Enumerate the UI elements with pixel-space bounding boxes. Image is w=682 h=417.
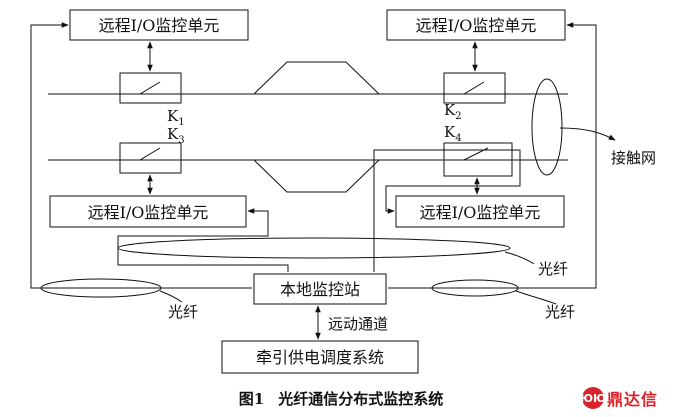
switch-box-k1: [119, 72, 182, 104]
switch-label-k1: K1: [167, 107, 185, 128]
fiber-label-right-bottom: 光纤: [545, 303, 575, 321]
switch-label-k3: K3: [167, 125, 185, 146]
remote-unit-box-ml: [49, 195, 247, 228]
logo-brand-text: 鼎达信: [607, 390, 659, 409]
switch-blade-k3: [128, 147, 176, 161]
switch-blade-k2: [452, 81, 500, 95]
figure-number: 图1: [238, 390, 265, 408]
remote-unit-box-tl: [69, 9, 249, 41]
switch-box-k2: [443, 72, 506, 104]
remote-unit-box-tr: [386, 9, 566, 41]
switch-box-k3: [119, 142, 182, 174]
catenary-label: 接触网: [611, 149, 656, 167]
switch-box-k4: [443, 142, 513, 177]
fiber-label-right-top: 光纤: [538, 260, 568, 278]
track-split-shape: [253, 61, 380, 193]
wire-left-outer: [30, 22, 252, 289]
logo-mark-icon: ЮЮ: [580, 387, 606, 409]
remote-unit-tl-label: 远程I/O监控单元: [99, 16, 220, 35]
local-station-label: 本地监控站: [280, 280, 360, 299]
leader-fiber-right: [515, 290, 557, 305]
catenary-ellipse: [531, 78, 563, 176]
remote-channel-label: 远动通道: [328, 315, 388, 333]
wire-ml: [117, 208, 289, 272]
remote-unit-box-mr: [395, 195, 565, 228]
local-station-box: [253, 273, 387, 305]
figure-caption: 图1 光纤通信分布式监控系统: [0, 388, 682, 409]
figure-title: 光纤通信分布式监控系统: [278, 390, 444, 408]
wire-mr: [373, 149, 521, 272]
leader-fiber-left: [159, 290, 183, 303]
switch-blade-k4: [452, 147, 506, 161]
remote-unit-tr-label: 远程I/O监控单元: [416, 16, 537, 35]
leader-fiber-middle: [504, 251, 535, 265]
switch-label-k4: K4: [444, 123, 462, 144]
traction-system-label: 牵引供电调度系统: [256, 348, 384, 367]
remote-unit-ml-label: 远程I/O监控单元: [88, 203, 209, 222]
leader-catenary: [559, 127, 616, 141]
wire-right-outer: [388, 22, 597, 289]
traction-system-box: [221, 340, 419, 374]
fiber-loop-middle: [117, 237, 511, 259]
fiber-label-left: 光纤: [168, 303, 198, 321]
watermark-logo: ЮЮ 鼎达信: [580, 384, 659, 412]
switch-blade-k1: [128, 81, 176, 95]
remote-unit-mr-label: 远程I/O监控单元: [420, 203, 541, 222]
switch-label-k2: K2: [444, 101, 462, 122]
